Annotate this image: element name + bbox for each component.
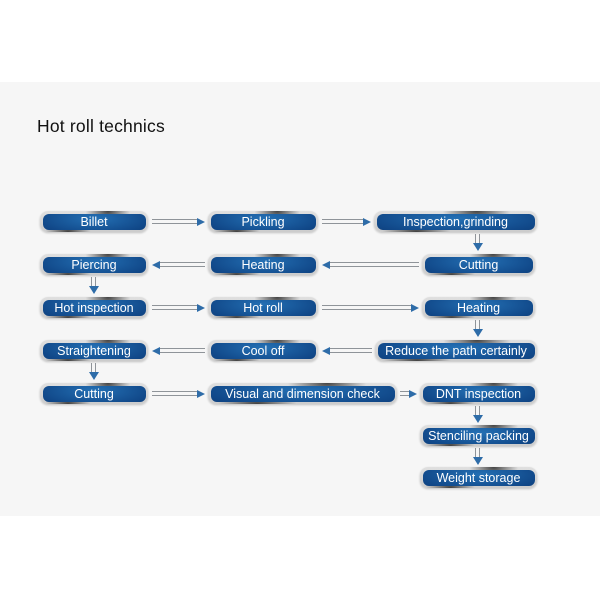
node-label: Hot inspection bbox=[42, 299, 146, 316]
arrow-left-icon bbox=[152, 346, 205, 355]
arrow-right-icon bbox=[152, 217, 205, 226]
node-piercing: Piercing bbox=[40, 254, 148, 275]
node-label: Visual and dimension check bbox=[210, 385, 395, 402]
node-label: Cool off bbox=[210, 342, 316, 359]
arrow-down-icon bbox=[472, 406, 483, 423]
arrow-down-icon bbox=[472, 320, 483, 337]
page-title: Hot roll technics bbox=[37, 116, 165, 136]
node-label: Cutting bbox=[42, 385, 146, 402]
arrow-right-icon bbox=[400, 389, 417, 398]
node-heating-2: Heating bbox=[422, 297, 535, 318]
node-label: Heating bbox=[424, 299, 533, 316]
arrow-left-icon bbox=[322, 346, 372, 355]
arrow-right-icon bbox=[322, 217, 371, 226]
node-cutting-1: Cutting bbox=[422, 254, 535, 275]
node-hot-roll: Hot roll bbox=[208, 297, 318, 318]
node-label: Heating bbox=[210, 256, 316, 273]
arrow-right-icon bbox=[152, 389, 205, 398]
node-reduce-path: Reduce the path certainly bbox=[375, 340, 537, 361]
node-label: Hot roll bbox=[210, 299, 316, 316]
node-label: Cutting bbox=[424, 256, 533, 273]
node-straightening: Straightening bbox=[40, 340, 148, 361]
node-hot-inspection: Hot inspection bbox=[40, 297, 148, 318]
arrow-down-icon bbox=[472, 234, 483, 251]
arrow-left-icon bbox=[152, 260, 205, 269]
node-heating-1: Heating bbox=[208, 254, 318, 275]
arrow-down-icon bbox=[472, 448, 483, 465]
arrow-right-icon bbox=[152, 303, 205, 312]
node-label: Piercing bbox=[42, 256, 146, 273]
arrow-down-icon bbox=[88, 277, 99, 294]
arrow-left-icon bbox=[322, 260, 419, 269]
node-dnt-inspection: DNT inspection bbox=[420, 383, 537, 404]
arrow-down-icon bbox=[88, 363, 99, 380]
node-visual-dimension-check: Visual and dimension check bbox=[208, 383, 397, 404]
arrow-right-icon bbox=[322, 303, 419, 312]
node-inspection-grinding: Inspection,grinding bbox=[374, 211, 537, 232]
node-label: Reduce the path certainly bbox=[377, 342, 535, 359]
node-label: Billet bbox=[42, 213, 146, 230]
node-cool-off: Cool off bbox=[208, 340, 318, 361]
node-label: Stenciling packing bbox=[422, 427, 535, 444]
node-stenciling-packing: Stenciling packing bbox=[420, 425, 537, 446]
node-label: Inspection,grinding bbox=[376, 213, 535, 230]
node-weight-storage: Weight storage bbox=[420, 467, 537, 488]
node-label: DNT inspection bbox=[422, 385, 535, 402]
node-label: Weight storage bbox=[422, 469, 535, 486]
node-label: Pickling bbox=[210, 213, 316, 230]
node-cutting-2: Cutting bbox=[40, 383, 148, 404]
node-label: Straightening bbox=[42, 342, 146, 359]
node-pickling: Pickling bbox=[208, 211, 318, 232]
node-billet: Billet bbox=[40, 211, 148, 232]
diagram-panel bbox=[0, 82, 600, 516]
